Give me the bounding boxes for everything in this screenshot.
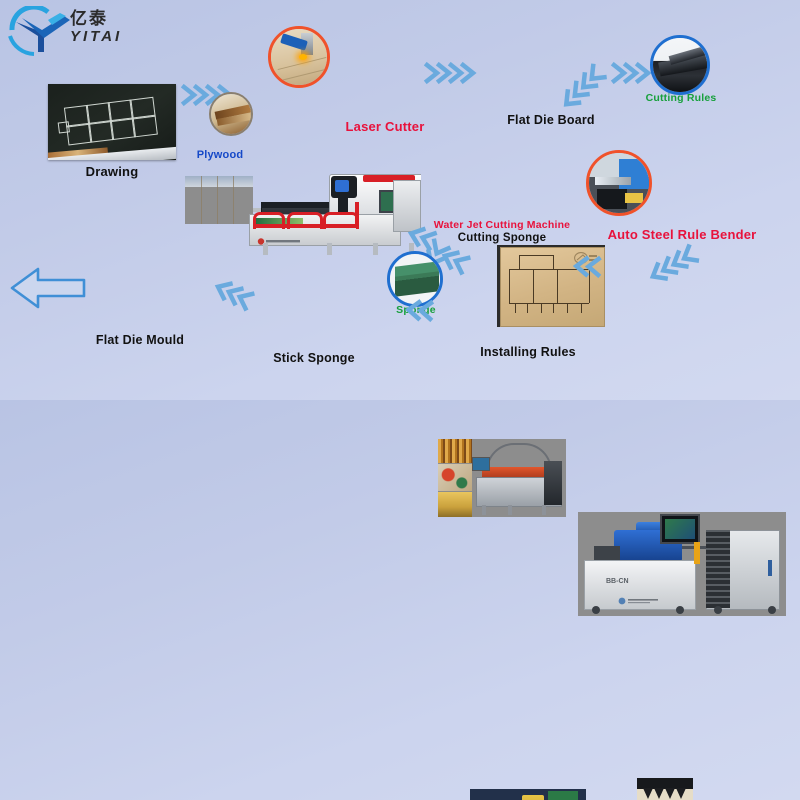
caption-flat-die-board: Flat Die Board — [507, 113, 595, 127]
logo-wordmark: 亿泰 YITAI — [70, 9, 123, 46]
yitai-swoosh-logo-icon — [8, 4, 74, 56]
steel-rule-bender-photo: BB-CN — [578, 512, 786, 616]
caption-sponge: Sponge — [396, 304, 436, 316]
brand-name-cn: 亿泰 — [70, 9, 108, 28]
arrow-mould-output — [8, 265, 88, 311]
arrow-sponge-to-stick-lower — [388, 298, 435, 323]
arrow-sponge-to-stick — [389, 216, 438, 252]
caption-stick-sponge: Stick Sponge — [273, 351, 355, 365]
caption-plywood: Plywood — [196, 149, 244, 161]
arrow-cutting-rules-to-bender — [549, 62, 608, 121]
caption-laser-cutter: Laser Cutter — [345, 119, 425, 134]
caption-installing-rules: Installing Rules — [480, 345, 576, 359]
process-flow-diagram: 亿泰 YITAI Drawing — [8, 4, 786, 800]
bender-model-label: BB-CN — [606, 578, 629, 585]
drawing-photo — [48, 84, 176, 160]
installing-rules-photo — [470, 789, 586, 800]
arrow-install-to-sponge — [426, 239, 472, 276]
caption-cutting-sponge: Cutting Sponge — [457, 232, 547, 244]
company-logo: 亿泰 YITAI — [8, 4, 158, 58]
machine-brand-mark — [257, 232, 303, 245]
caption-flat-die-mould: Flat Die Mould — [95, 333, 185, 347]
caption-rule-bender: Auto Steel Rule Bender — [607, 227, 757, 242]
caption-cutting-rules: Cutting Rules — [645, 92, 717, 104]
installed-rules-detail-photo — [637, 778, 693, 800]
flat-die-board-photo — [497, 245, 605, 327]
water-jet-machine-photo — [438, 439, 566, 517]
arrow-board-to-cutting-rules — [610, 61, 660, 85]
brand-name-en: YITAI — [70, 28, 123, 45]
arrow-laser-to-board — [423, 61, 487, 85]
arrow-bender-to-rules-detail — [639, 243, 700, 291]
plywood-edge-detail-circle — [209, 92, 253, 136]
arrow-stick-to-mould — [193, 268, 255, 312]
arrow-rules-detail-to-install — [554, 254, 602, 279]
caption-drawing: Drawing — [85, 164, 139, 179]
cutting-rules-photo — [650, 35, 710, 95]
bender-brand-logo-icon — [618, 592, 660, 605]
laser-head-detail-circle — [268, 26, 330, 88]
caption-water-jet: Water Jet Cutting Machine — [433, 219, 571, 231]
laser-cutter-photo — [243, 162, 421, 255]
plywood-photo — [185, 176, 253, 224]
bender-head-detail-circle — [586, 150, 652, 216]
